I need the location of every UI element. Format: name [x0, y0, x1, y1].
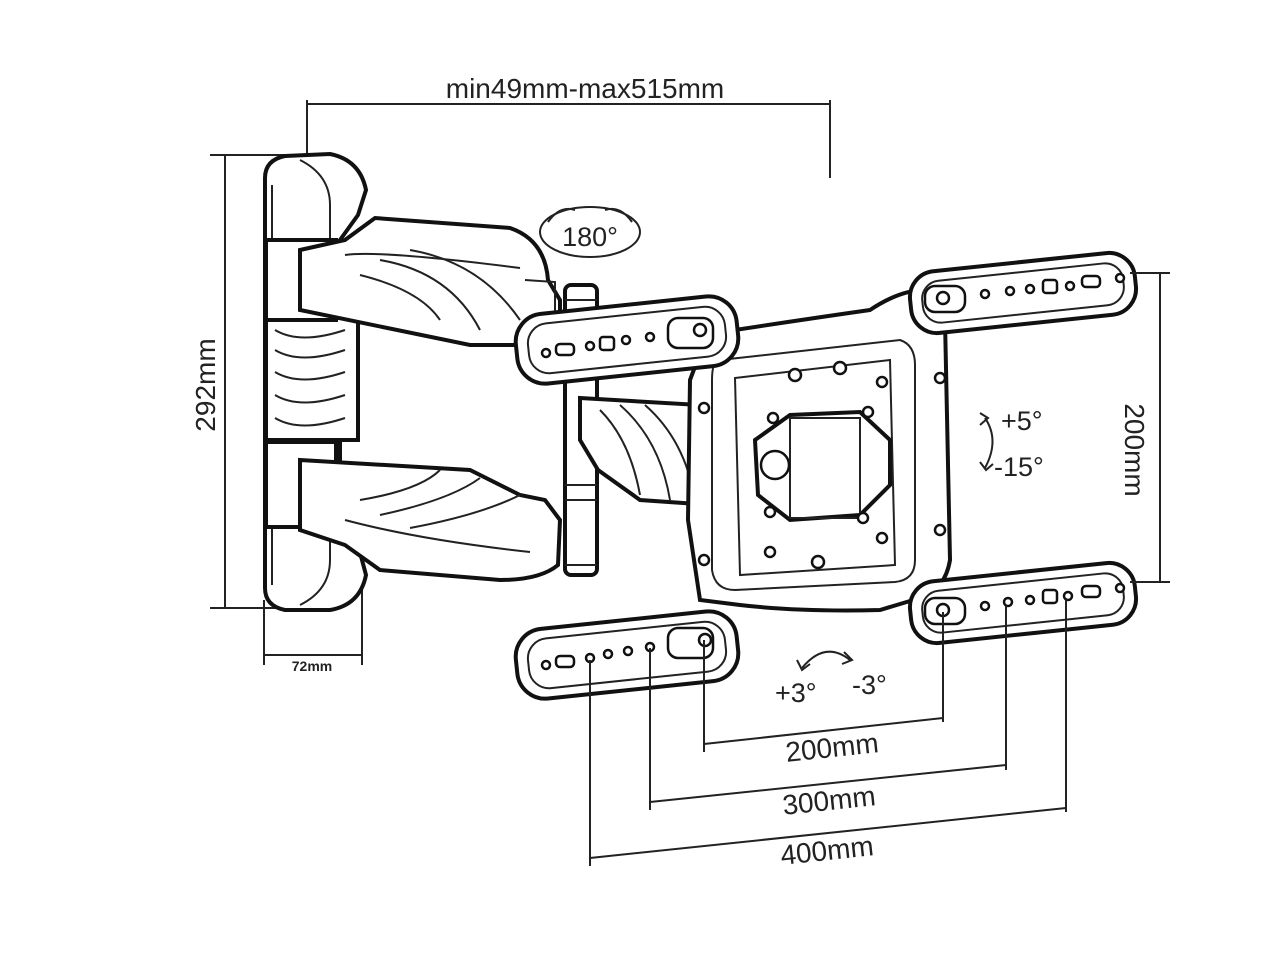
extension-dimension: min49mm-max515mm [306, 73, 831, 178]
height-dimension: 292mm [190, 154, 300, 609]
depth-label: 72mm [292, 658, 332, 674]
height-label: 292mm [190, 338, 221, 431]
bracket-top-right [907, 250, 1139, 336]
depth-dimension: 72mm [263, 588, 363, 674]
tilt-up-label: +5° [1001, 406, 1043, 436]
bracket-bottom-left [513, 609, 741, 701]
level-minus-label: -3° [852, 670, 887, 700]
horizontal-spacing-dimensions: 200mm 300mm 400mm [589, 598, 1067, 871]
vertical-spacing-label: 200mm [1119, 403, 1150, 496]
extension-label: min49mm-max515mm [446, 73, 725, 104]
level-indicator: +3° -3° [775, 650, 887, 708]
vesa-plate [685, 287, 953, 613]
bracket-bottom-right [907, 560, 1139, 646]
tilt-down-label: -15° [994, 452, 1044, 482]
lower-arm [298, 457, 563, 583]
vertical-spacing-dimension: 200mm [1119, 272, 1170, 583]
level-plus-label: +3° [775, 678, 817, 708]
swivel-indicator: 180° [539, 206, 641, 258]
swivel-label: 180° [562, 222, 618, 252]
tilt-indicator: +5° -15° [979, 406, 1044, 482]
bracket-top-left [513, 294, 741, 386]
